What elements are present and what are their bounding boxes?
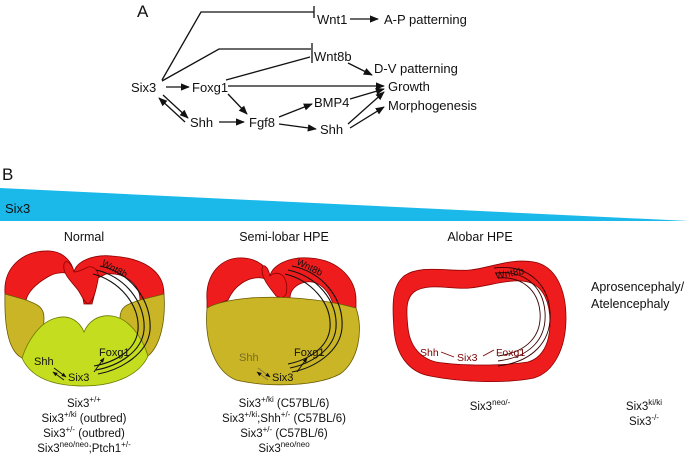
alobar-wnt8b-label: Wnt8b [495,266,526,282]
outcome-growth: Growth [388,79,430,94]
normal-six3-label: Six3 [68,372,89,384]
six3-wnt1-line [161,11,314,81]
brain-semilobar [206,257,360,386]
node-six3: Six3 [131,80,156,95]
semilobar-shh-six3-arrow [257,367,271,378]
genotype: Six3neo/neo [258,440,310,455]
alobar-foxg1-label: Foxg1 [496,347,525,359]
genotype: Six3+/+ [67,395,101,410]
normal-six3-shh-arrow [52,371,65,381]
outcome-dv: D-V patterning [374,61,458,76]
foxg1-fgf8-arrow [227,93,248,115]
node-shh-2: Shh [320,122,343,137]
title-aprosencephaly-2: Atelencephaly [591,297,670,311]
genotype: Six3ki/ki [626,398,662,413]
shh-morph-arrow [349,106,385,129]
node-shh: Shh [190,115,213,130]
six3-shh-arrow [162,94,189,119]
outcome-morph: Morphogenesis [388,98,477,113]
normal-shh-six3-arrow [53,367,67,378]
node-wnt1: Wnt1 [317,12,347,27]
genotype: Six3neo/- [470,398,511,413]
title-alobar: Alobar HPE [447,230,512,244]
node-wnt8b: Wnt8b [314,49,352,64]
title-semilobar: Semi-lobar HPE [239,230,329,244]
genotype: Six3+/- (C57BL/6) [240,425,328,440]
alobar-shh-six3-arrow [440,351,455,358]
node-bmp4: BMP4 [314,95,349,110]
genotype: Six3-/- [629,413,659,428]
outcome-ap: A-P patterning [384,12,467,27]
semilobar-six3-foxg1-arrow [296,357,308,373]
genotype: Six3neo/neo;Ptch1+/- [37,440,131,455]
genotype: Six3+/ki;Shh+/- (C57BL/6) [222,410,346,425]
genotypes-semilobar: Six3+/ki (C57BL/6) Six3+/ki;Shh+/- (C57B… [222,395,346,455]
semilobar-six3-shh-arrow [256,371,269,381]
title-aprosencephaly-1: Aprosencephaly/ [591,280,685,294]
alobar-shh-label: Shh [420,347,439,359]
fgf8-shh-arrow [278,123,317,132]
semilobar-six3-label: Six3 [272,372,293,384]
title-normal: Normal [64,230,104,244]
node-fgf8: Fgf8 [249,115,275,130]
brain-alobar [392,260,567,382]
alobar-six3-foxg1-arrow [482,349,495,357]
foxg1-wnt8b-line [225,56,311,81]
semilobar-shh-label: Shh [239,352,259,364]
panel-b-label: B [2,165,13,184]
genotypes-normal: Six3+/+ Six3+/ki (outbred) Six3+/- (outb… [37,395,131,455]
wnt8b-dv-arrow [347,62,373,76]
normal-six3-foxg1-arrow [93,357,105,373]
panel-a-label: A [137,2,149,21]
semilobar-foxg1-label: Foxg1 [294,347,325,359]
alobar-six3-label: Six3 [457,352,478,364]
normal-shh-label: Shh [34,356,54,368]
normal-foxg1-label: Foxg1 [99,347,130,359]
six3-wnt8b-line [161,48,311,82]
six3-gradient [0,188,689,221]
brain-normal [4,250,165,387]
node-foxg1: Foxg1 [192,80,228,95]
genotype: Six3+/ki (outbred) [42,410,127,425]
genotype: Six3+/ki (C57BL/6) [239,395,330,410]
genotype: Six3+/- (outbred) [43,425,125,440]
genotypes-aprosencephaly: Six3ki/ki Six3-/- [626,398,662,428]
gradient-label: Six3 [5,201,30,216]
shh-six3-arrow [158,97,186,123]
fgf8-bmp4-arrow [278,103,313,118]
bmp4-growth-arrow [349,87,385,100]
shh-growth-arrow [347,91,385,125]
genotypes-alobar: Six3neo/- [470,398,511,413]
